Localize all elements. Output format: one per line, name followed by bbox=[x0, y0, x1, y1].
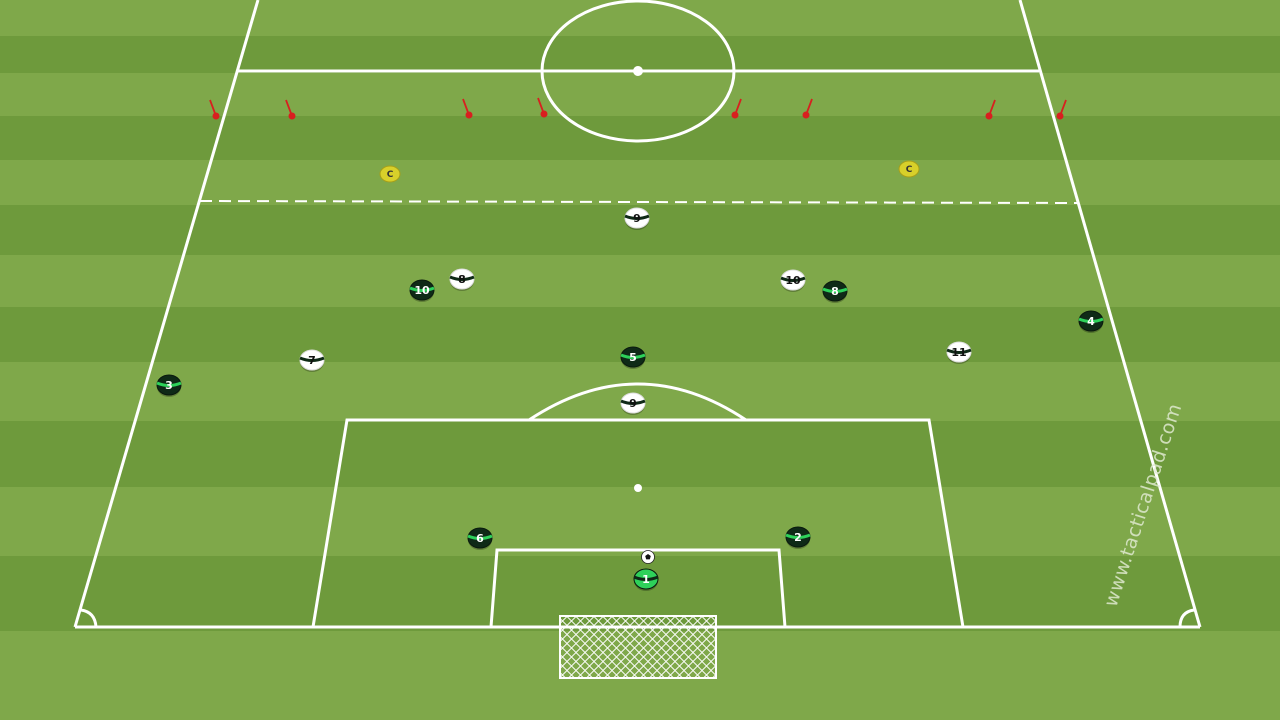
player-number: 10 bbox=[414, 284, 430, 297]
player-number: 5 bbox=[629, 351, 637, 364]
cone-label: C bbox=[906, 165, 913, 175]
corner-arc-right bbox=[1178, 608, 1195, 628]
player-number: 10 bbox=[785, 274, 801, 287]
player-number: 8 bbox=[831, 285, 839, 298]
grass-stripe bbox=[0, 255, 1280, 307]
goal-net bbox=[560, 616, 716, 678]
goal-area bbox=[489, 548, 787, 628]
player-light-team[interactable]: 11 bbox=[946, 341, 972, 364]
penalty-area bbox=[311, 418, 965, 628]
red-flag[interactable] bbox=[985, 99, 996, 120]
red-flag[interactable] bbox=[209, 99, 220, 120]
red-flag[interactable] bbox=[462, 98, 473, 119]
grass-stripe bbox=[0, 73, 1280, 116]
left-touchline bbox=[73, 0, 260, 628]
grass-stripe bbox=[0, 160, 1280, 205]
player-light-team[interactable]: 9 bbox=[624, 207, 650, 230]
grass-stripe bbox=[0, 487, 1280, 556]
player-dark-team[interactable]: 8 bbox=[822, 280, 848, 303]
player-number: 8 bbox=[458, 273, 466, 286]
grass-stripe bbox=[0, 116, 1280, 160]
player-number: 7 bbox=[308, 354, 316, 367]
cone[interactable]: C bbox=[898, 160, 920, 178]
penalty-arc bbox=[528, 382, 747, 422]
player-dark-team[interactable]: 2 bbox=[785, 526, 811, 549]
player-dark-team[interactable]: 4 bbox=[1078, 310, 1104, 333]
goalkeeper[interactable]: 1 bbox=[633, 568, 659, 591]
player-light-team[interactable]: 8 bbox=[449, 268, 475, 291]
right-touchline bbox=[1018, 0, 1202, 628]
cone-label: C bbox=[387, 170, 394, 180]
goal bbox=[559, 615, 717, 679]
center-spot bbox=[633, 66, 643, 76]
player-number: 2 bbox=[794, 531, 802, 544]
players: 10 8 3 5 6 2 4 9 8 10 7 11 9 1 bbox=[156, 207, 1104, 591]
flag-markers bbox=[209, 97, 1067, 120]
grass-stripe bbox=[0, 421, 1280, 487]
player-dark-team[interactable]: 10 bbox=[409, 279, 435, 302]
player-light-team[interactable]: 9 bbox=[620, 392, 646, 415]
player-light-team[interactable]: 10 bbox=[780, 269, 806, 292]
ball[interactable] bbox=[641, 550, 655, 564]
zone-dashed-line bbox=[199, 200, 1078, 204]
player-number: 4 bbox=[1087, 315, 1095, 328]
player-dark-team[interactable]: 3 bbox=[156, 374, 182, 397]
red-flag[interactable] bbox=[802, 98, 813, 119]
red-flag[interactable] bbox=[285, 99, 296, 120]
red-flag[interactable] bbox=[731, 98, 742, 119]
penalty-spot bbox=[634, 484, 642, 492]
player-number: 9 bbox=[633, 212, 641, 225]
cone[interactable]: C bbox=[379, 165, 401, 183]
pitch-lines bbox=[73, 0, 1202, 629]
red-flag[interactable] bbox=[1056, 99, 1067, 120]
player-number: 11 bbox=[951, 346, 966, 359]
player-number: 6 bbox=[476, 532, 484, 545]
player-dark-team[interactable]: 5 bbox=[620, 346, 646, 369]
player-light-team[interactable]: 7 bbox=[299, 349, 325, 372]
red-flag[interactable] bbox=[537, 97, 548, 118]
player-number: 9 bbox=[629, 397, 637, 410]
corner-arc-left bbox=[80, 608, 98, 628]
grass-stripe bbox=[0, 0, 1280, 36]
player-number: 1 bbox=[642, 573, 650, 586]
center-circle bbox=[540, 0, 736, 143]
goal-frame bbox=[559, 615, 717, 679]
player-dark-team[interactable]: 6 bbox=[467, 527, 493, 550]
player-number: 3 bbox=[165, 379, 173, 392]
